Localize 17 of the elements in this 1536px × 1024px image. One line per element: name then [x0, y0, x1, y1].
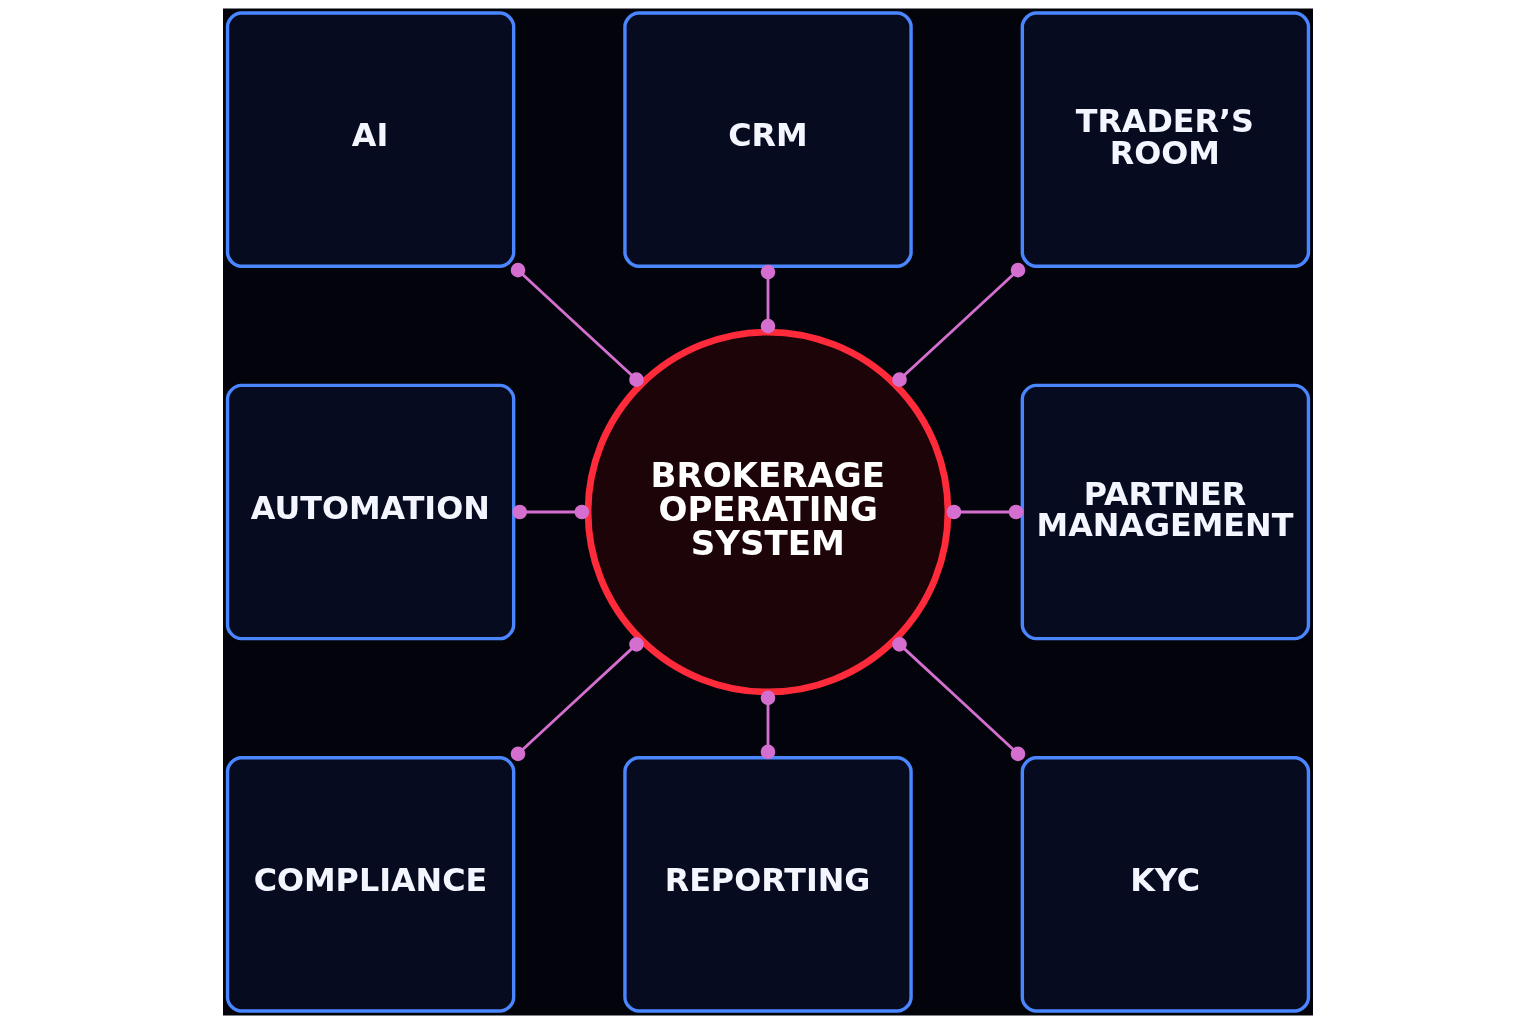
- connector: [892, 637, 1026, 762]
- node-box: PARTNER MANAGEMENT: [1020, 383, 1311, 641]
- node-box: REPORTING: [623, 756, 913, 1013]
- connector: [760, 264, 776, 334]
- connector: [510, 637, 644, 762]
- node-box: COMPLIANCE: [225, 756, 516, 1013]
- connector: [760, 690, 776, 760]
- node-box: AI: [225, 11, 516, 268]
- connector: [946, 504, 1024, 520]
- node-circle: BROKERAGE OPERATING SYSTEM: [584, 328, 952, 696]
- node-box: TRADER’S ROOM: [1020, 11, 1311, 268]
- connector: [892, 262, 1026, 387]
- node-box: CRM: [623, 11, 913, 268]
- connector: [510, 262, 644, 387]
- connector: [512, 504, 590, 520]
- node-box: AUTOMATION: [225, 383, 516, 641]
- node-box: KYC: [1020, 756, 1311, 1013]
